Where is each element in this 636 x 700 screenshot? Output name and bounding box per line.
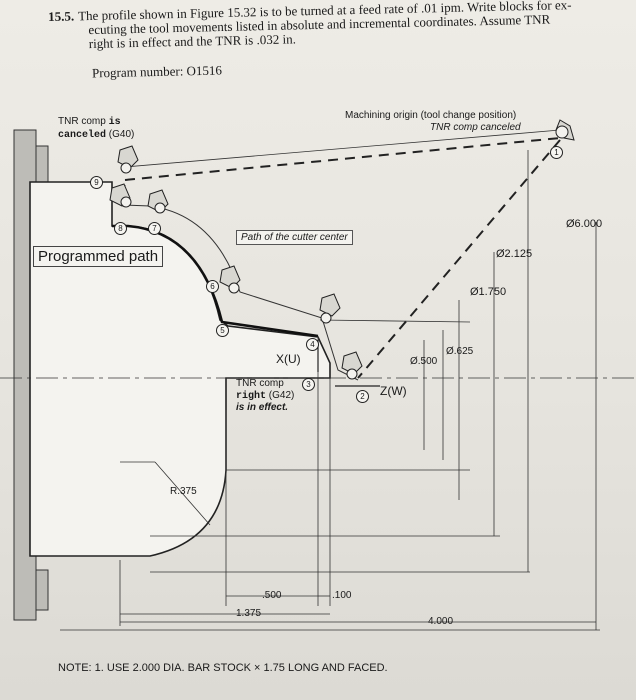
radius-label: R.375 — [170, 486, 197, 497]
dim-len-100: .100 — [332, 590, 352, 601]
jaw-bottom — [35, 569, 49, 611]
point-marker-5: 5 — [216, 324, 229, 337]
dim-2125: Ø2.125 — [496, 248, 533, 260]
extension-lines — [60, 319, 600, 631]
point-marker-8: 8 — [114, 222, 127, 235]
point-marker-1: 1 — [550, 146, 563, 159]
tnr-canceled-text-2: canceled — [58, 130, 107, 141]
tnr-comp-canceled-label: TNR comp canceled — [430, 122, 521, 133]
dim-6000: Ø6.000 — [566, 218, 603, 230]
tnr-canceled-code: (G40) — [108, 129, 135, 140]
dim-500: Ø.500 — [410, 356, 438, 367]
cutter-center-label: Path of the cutter center — [236, 230, 353, 245]
tnr-canceled-label-2: canceled (G40) — [58, 129, 134, 141]
radius-leader — [154, 461, 211, 526]
stock-note: NOTE: 1. USE 2.000 DIA. BAR STOCK × 1.75… — [58, 662, 388, 674]
jaw-top — [35, 145, 49, 187]
x-u-label: X(U) — [276, 352, 301, 366]
tnr-canceled-text-1: TNR comp — [58, 116, 106, 127]
point-marker-3: 3 — [302, 378, 315, 391]
tool-inserts — [109, 119, 575, 380]
dim-len-4000: 4.000 — [428, 616, 454, 627]
machining-origin-label: Machining origin (tool change position) — [345, 110, 517, 121]
point-marker-2: 2 — [356, 390, 369, 403]
tnr-right-code: (G42) — [268, 390, 295, 401]
programmed-path-label: Programmed path — [33, 246, 164, 267]
point-marker-4: 4 — [306, 338, 319, 351]
tnr-canceled-is: is — [108, 117, 121, 128]
rapid-path — [124, 137, 561, 379]
diameter-dimensions — [423, 150, 597, 630]
tnr-right-label-2: right (G42) — [236, 390, 294, 402]
point-marker-6: 6 — [206, 280, 219, 293]
tnr-right-label-1: TNR comp — [236, 378, 284, 389]
tnr-canceled-label: TNR comp is — [58, 116, 121, 128]
point-marker-7: 7 — [148, 222, 161, 235]
dim-625: Ø.625 — [446, 346, 474, 357]
tnr-right-label-3: is in effect. — [236, 402, 289, 413]
dim-len-500: .500 — [262, 590, 282, 601]
retract-line — [124, 129, 561, 168]
dim-1750: Ø1.750 — [470, 286, 507, 298]
tnr-right-text: right — [236, 391, 267, 402]
programmed-path-line — [112, 224, 319, 338]
length-dimensions — [120, 595, 596, 623]
point-marker-9: 9 — [90, 176, 103, 189]
z-w-label: Z(W) — [380, 384, 407, 398]
dim-len-1375: 1.375 — [236, 608, 262, 619]
